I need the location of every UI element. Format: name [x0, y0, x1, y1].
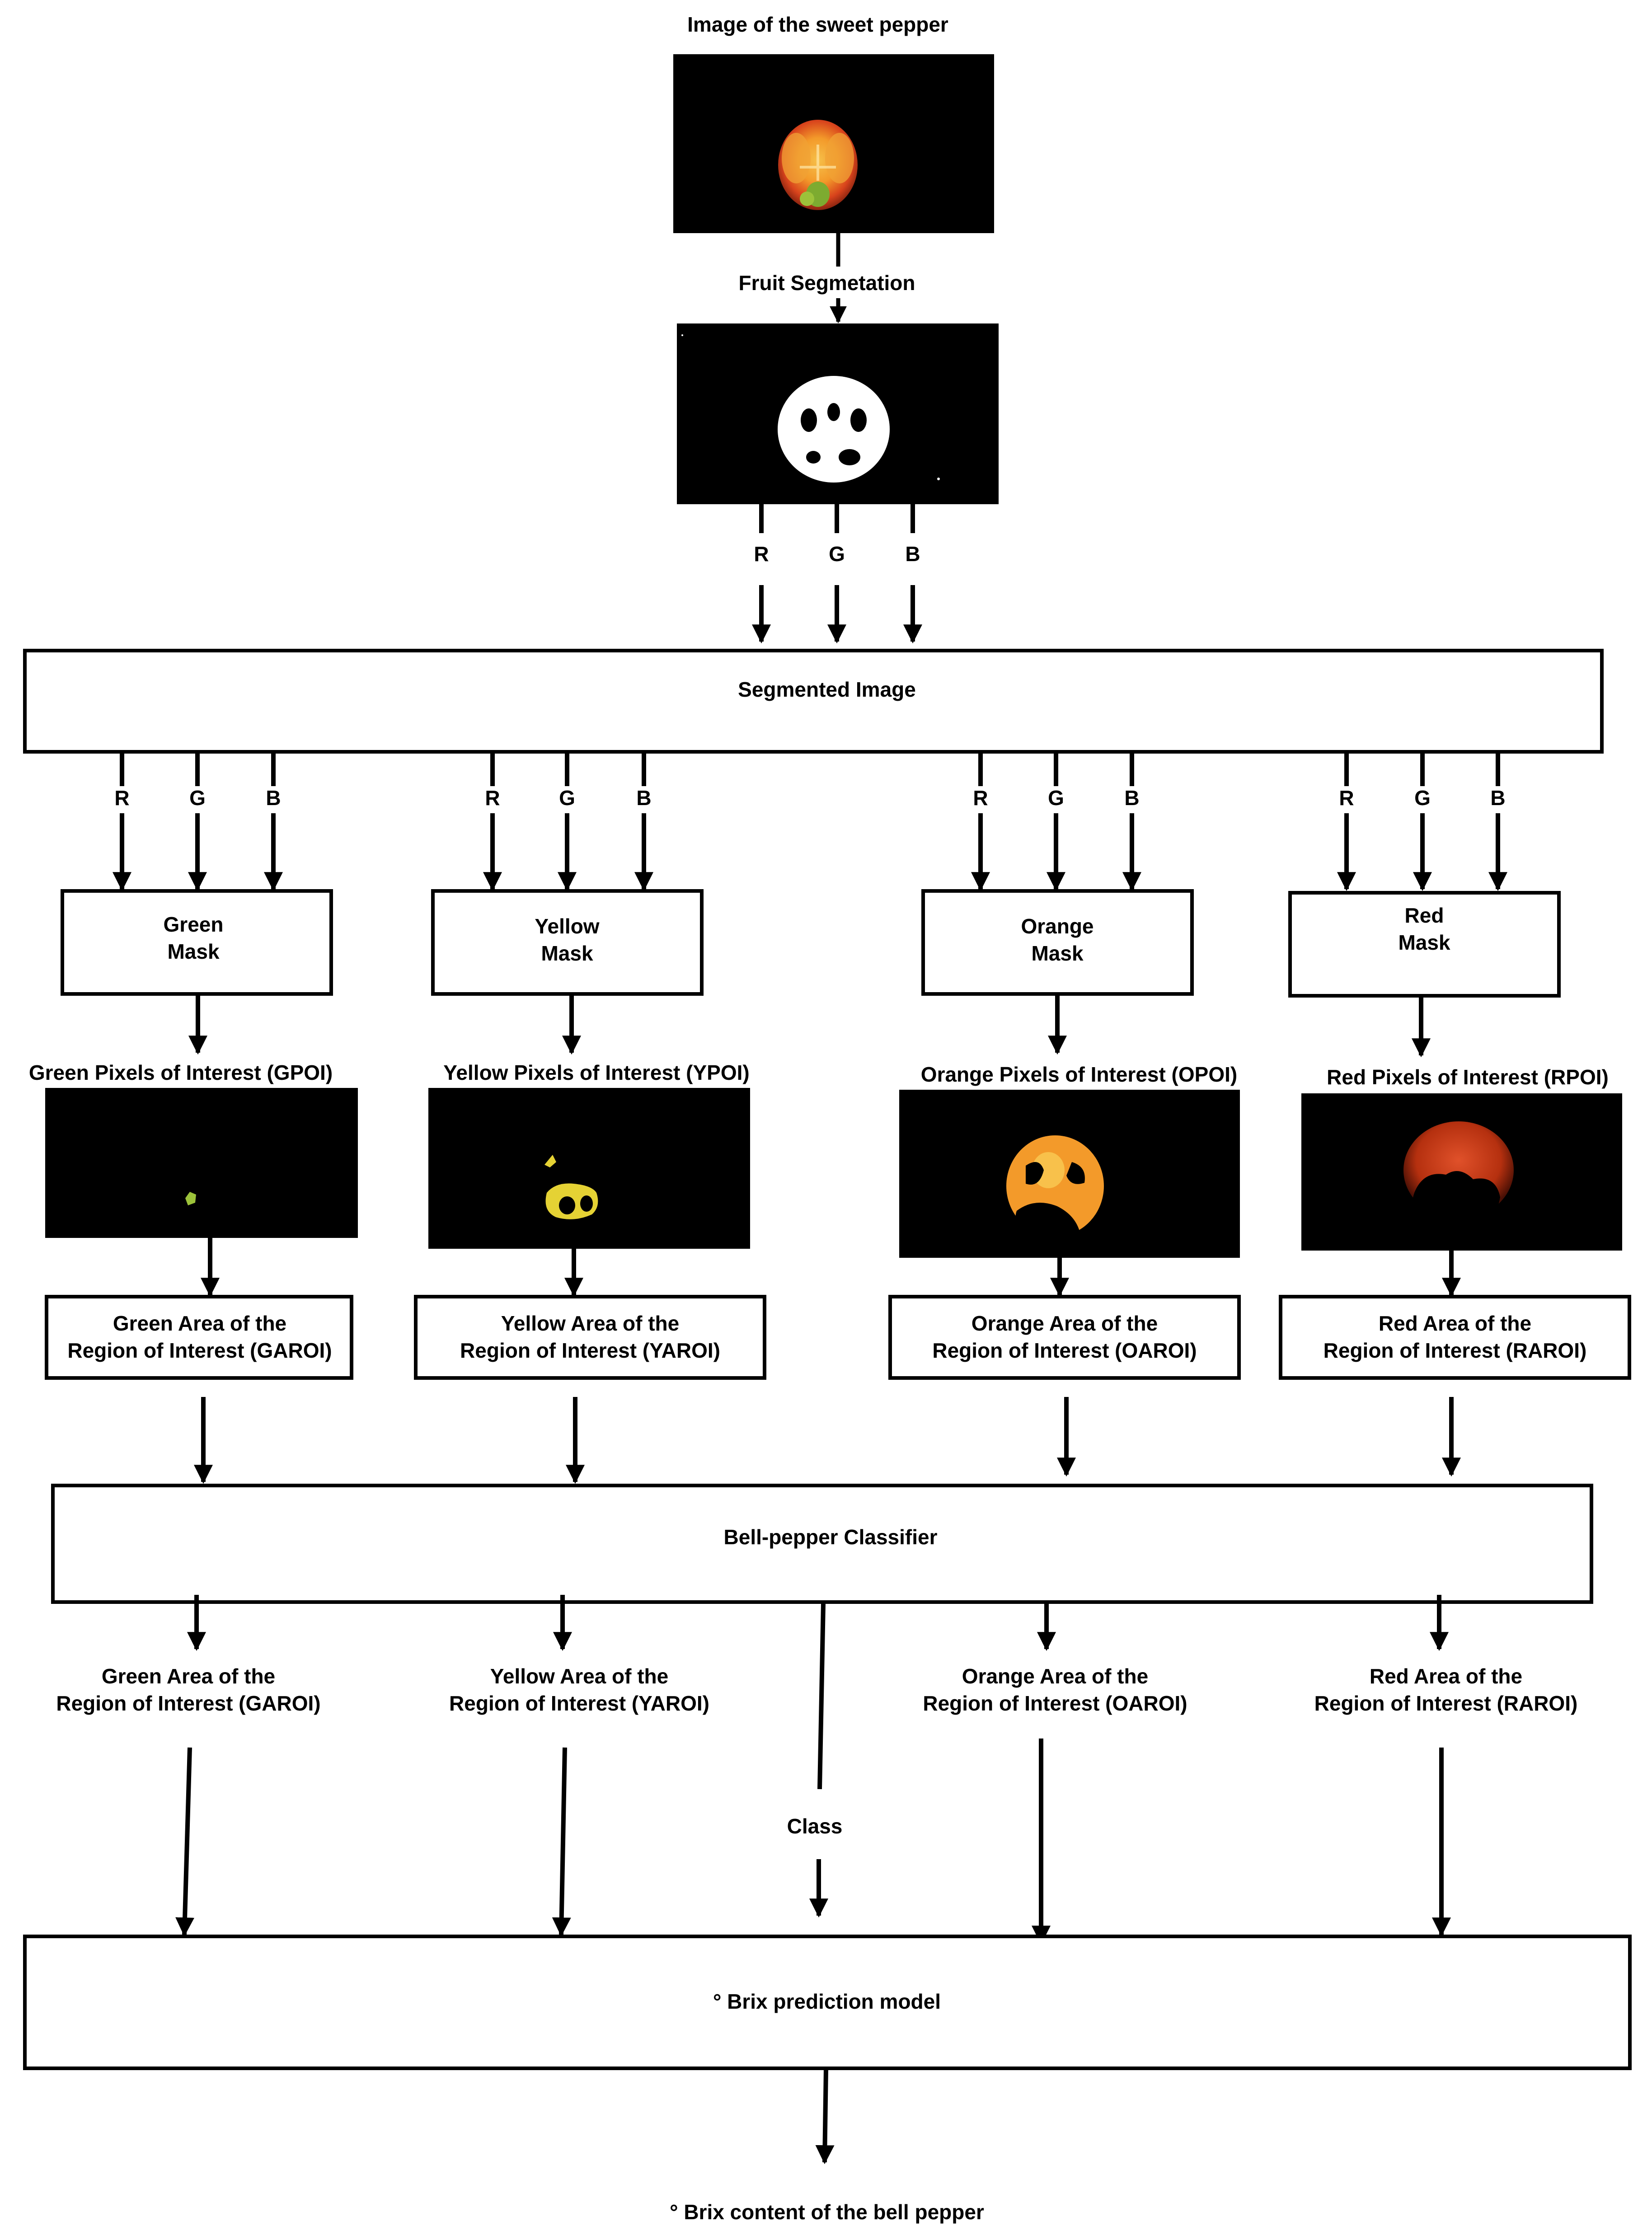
rpoi-label: Red Pixels of Interest (RPOI)	[1327, 1065, 1609, 1089]
out-oaroi-label-1: Orange Area of the	[962, 1664, 1148, 1688]
red-mask-box	[1288, 891, 1561, 998]
mask-channel-labels: R G B R G B R G B R G B	[114, 786, 1505, 810]
red-b-label: B	[1490, 786, 1505, 810]
arrows-mask-to-poi	[188, 994, 1431, 1058]
arrows-poi-to-area	[201, 1238, 1461, 1297]
opoi-image	[899, 1090, 1240, 1258]
sweet-pepper-photo	[673, 54, 994, 233]
arrows-classifier-outputs	[187, 1595, 1449, 1918]
out-yaroi-label-2: Region of Interest (YAROI)	[449, 1692, 709, 1715]
fruit-segmentation-label: Fruit Segmetation	[738, 271, 915, 295]
yellow-mask-box	[431, 889, 704, 996]
out-oaroi-label-2: Region of Interest (OAROI)	[923, 1692, 1187, 1715]
ypoi-image	[428, 1088, 750, 1249]
green-g-label: G	[189, 786, 206, 810]
opoi-label: Orange Pixels of Interest (OPOI)	[921, 1063, 1237, 1086]
raroi-label-1: Red Area of the	[1379, 1312, 1531, 1335]
out-garoi-label-2: Region of Interest (GAROI)	[56, 1692, 320, 1715]
red-mask-label-2: Mask	[1398, 931, 1450, 954]
oaroi-label-1: Orange Area of the	[971, 1312, 1158, 1335]
oaroi-box	[888, 1295, 1241, 1380]
channel-label-r: R	[754, 542, 769, 566]
rgb-arrows-to-segmented	[752, 504, 922, 644]
garoi-label-1: Green Area of the	[113, 1312, 286, 1335]
green-mask-box	[61, 889, 333, 996]
orange-g-label: G	[1048, 786, 1064, 810]
ypoi-label: Yellow Pixels of Interest (YPOI)	[443, 1061, 749, 1084]
channel-label-g: G	[829, 542, 845, 566]
out-raroi-label-1: Red Area of the	[1370, 1664, 1522, 1688]
garoi-label-2: Region of Interest (GAROI)	[67, 1339, 332, 1362]
classifier-box	[51, 1484, 1593, 1604]
raroi-label-2: Region of Interest (RAROI)	[1323, 1339, 1587, 1362]
green-mask-label-1: Green	[164, 913, 224, 936]
red-g-label: G	[1414, 786, 1431, 810]
segmented-image-label: Segmented Image	[738, 678, 916, 701]
segmented-image-box	[23, 649, 1604, 754]
rpoi-image	[1301, 1093, 1622, 1251]
prediction-model-box	[23, 1935, 1632, 2070]
classifier-label: Bell-pepper Classifier	[724, 1525, 938, 1549]
yellow-r-label: R	[485, 786, 500, 810]
out-garoi-label-1: Green Area of the	[102, 1664, 275, 1688]
channel-label-b: B	[905, 542, 920, 566]
class-label: Class	[787, 1814, 843, 1838]
orange-mask-label-2: Mask	[1031, 942, 1083, 965]
yellow-b-label: B	[636, 786, 651, 810]
gpoi-image	[45, 1088, 358, 1238]
title-label: Image of the sweet pepper	[687, 13, 948, 36]
output-label: ° Brix content of the bell pepper	[670, 2200, 984, 2224]
arrow-to-output	[815, 2068, 835, 2165]
red-r-label: R	[1339, 786, 1354, 810]
yellow-g-label: G	[559, 786, 575, 810]
garoi-box	[45, 1295, 353, 1380]
out-raroi-label-2: Region of Interest (RAROI)	[1314, 1692, 1578, 1715]
green-b-label: B	[266, 786, 281, 810]
arrows-to-prediction-model	[175, 1739, 1451, 1945]
orange-r-label: R	[973, 786, 988, 810]
yaroi-label-2: Region of Interest (YAROI)	[460, 1339, 720, 1362]
arrows-area-to-classifier	[194, 1397, 1461, 1484]
orange-b-label: B	[1124, 786, 1139, 810]
raroi-box	[1279, 1295, 1631, 1380]
yellow-mask-label-2: Mask	[541, 942, 593, 965]
out-yaroi-label-1: Yellow Area of the	[490, 1664, 669, 1688]
yaroi-box	[414, 1295, 766, 1380]
oaroi-label-2: Region of Interest (OAROI)	[932, 1339, 1197, 1362]
orange-mask-box	[921, 889, 1194, 996]
yellow-mask-label-1: Yellow	[535, 914, 599, 938]
red-mask-label-1: Red	[1405, 904, 1444, 927]
yaroi-label-1: Yellow Area of the	[501, 1312, 680, 1335]
prediction-model-label: ° Brix prediction model	[713, 1990, 941, 2013]
green-r-label: R	[114, 786, 129, 810]
green-mask-label-2: Mask	[167, 940, 219, 963]
orange-mask-label-1: Orange	[1021, 914, 1094, 938]
gpoi-label: Green Pixels of Interest (GPOI)	[29, 1061, 333, 1084]
segmentation-mask-image	[677, 323, 999, 504]
rgb-arrows-to-masks	[113, 752, 1507, 891]
